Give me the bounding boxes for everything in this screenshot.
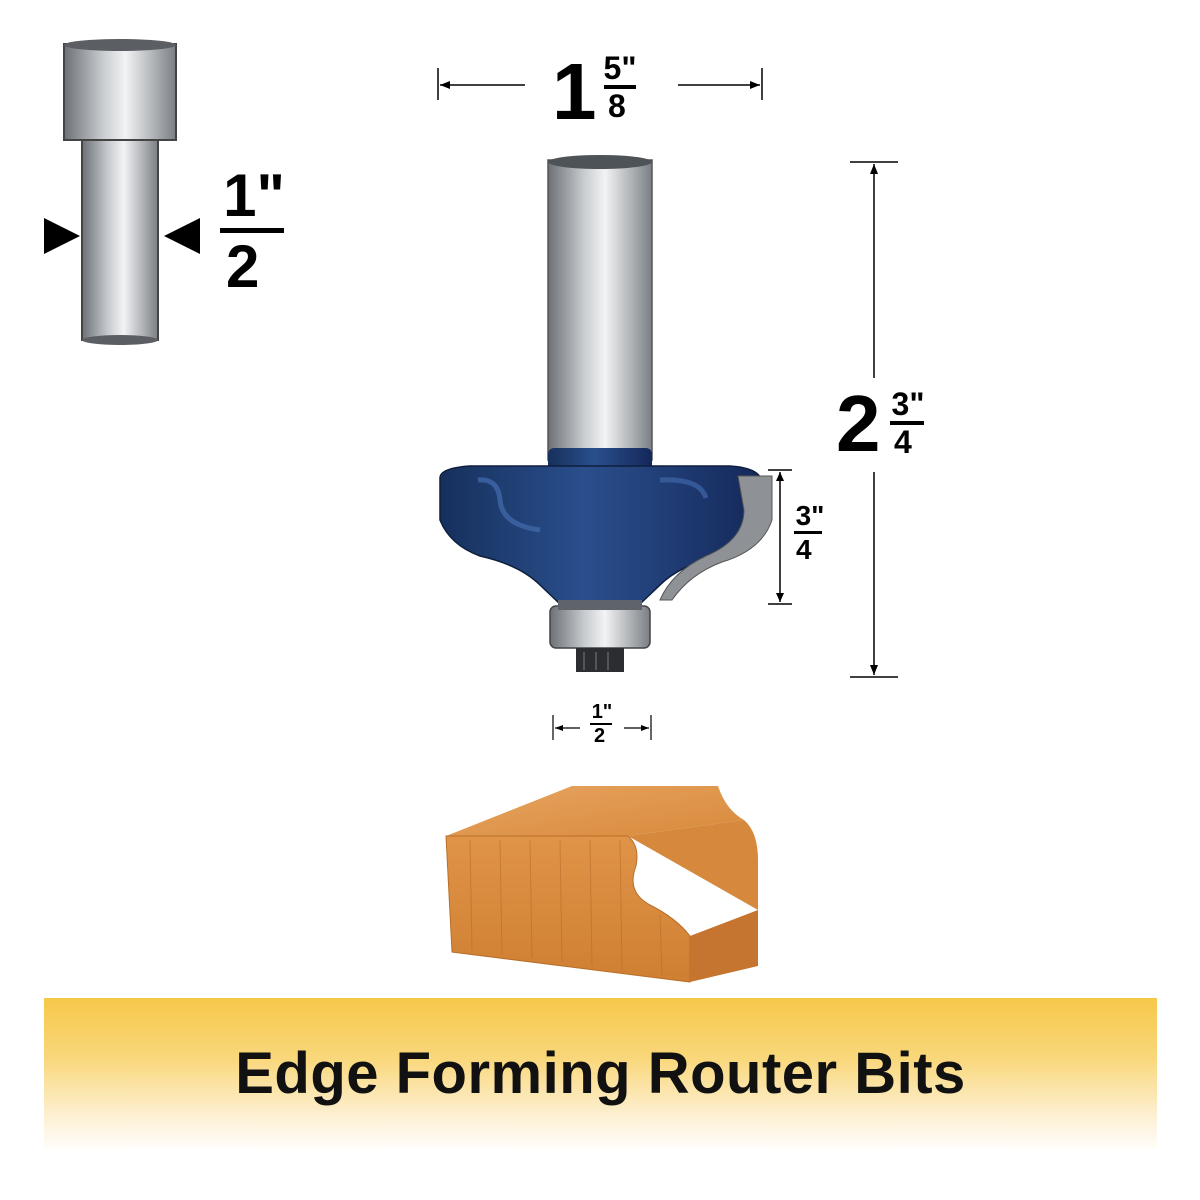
cutting-diameter-whole: 1 <box>552 47 597 136</box>
fraction-bar <box>220 228 284 233</box>
shank-diameter-denominator: 2 <box>226 233 260 300</box>
router-bit <box>439 155 773 672</box>
fraction-bar <box>794 531 822 534</box>
wood-profile-block <box>445 786 758 983</box>
bearing-diameter-denominator: 2 <box>594 725 606 747</box>
cutting-length-denominator: 4 <box>796 534 812 565</box>
overall-length-whole: 2 <box>836 379 881 468</box>
banner-title: Edge Forming Router Bits <box>235 1041 966 1106</box>
bearing-diameter-dimension <box>552 715 652 740</box>
cutting-diameter-dimension <box>437 68 763 100</box>
fraction-bar <box>890 421 924 425</box>
shank-diameter-numerator: 1" <box>223 162 285 229</box>
cutting-diameter-numerator: 5" <box>603 50 637 86</box>
overall-length-numerator: 3" <box>891 386 925 422</box>
cutting-diameter-denominator: 8 <box>608 88 626 124</box>
cutting-length-numerator: 3" <box>795 500 825 531</box>
shank-diameter-arrows <box>44 218 200 254</box>
overall-length-dimension <box>850 161 898 678</box>
shank-icon <box>63 39 177 345</box>
cutting-diameter-fraction: 5" 8 <box>600 52 640 122</box>
overall-length-fraction: 3" 4 <box>886 388 930 458</box>
fraction-bar <box>590 723 612 725</box>
shank-diameter-label: 1" 2 <box>214 166 294 297</box>
bearing-diameter-label: 1" 2 <box>584 702 620 746</box>
bearing-diameter-numerator: 1" <box>591 701 613 723</box>
fraction-bar <box>604 85 636 89</box>
overall-length-denominator: 4 <box>894 424 912 460</box>
cutting-length-label: 3" 4 <box>790 502 830 564</box>
cutting-length-dimension <box>768 469 792 605</box>
title-banner: Edge Forming Router Bits <box>44 998 1157 1148</box>
